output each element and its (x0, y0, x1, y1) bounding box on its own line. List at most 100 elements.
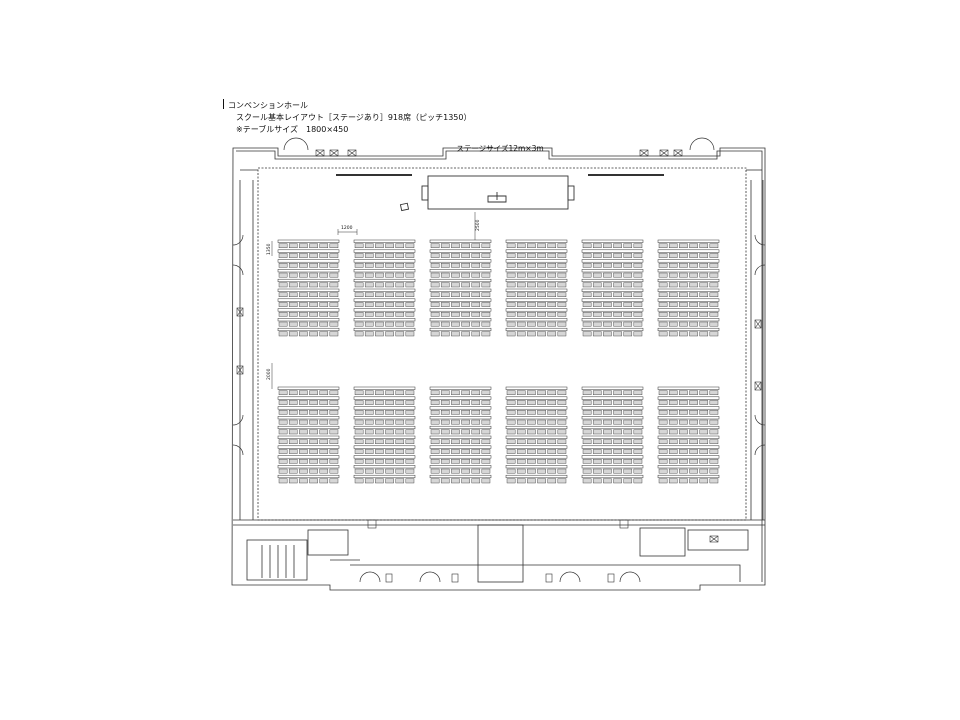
chair (395, 272, 405, 278)
chair (547, 321, 557, 327)
chair (603, 468, 612, 474)
chair (354, 468, 364, 474)
chair (527, 429, 536, 435)
seat-row (657, 386, 720, 396)
seat-row (581, 278, 644, 288)
chair (592, 439, 602, 445)
chair (699, 439, 709, 445)
chair (603, 331, 612, 337)
chair (668, 429, 678, 435)
chair (689, 400, 698, 405)
seat-row (505, 396, 568, 405)
chair (395, 321, 405, 327)
chair (557, 331, 567, 337)
chair (364, 468, 374, 474)
chair (668, 449, 678, 454)
table (277, 435, 340, 439)
chair (405, 302, 415, 307)
chair (537, 312, 546, 317)
chair (354, 253, 364, 258)
table (505, 327, 568, 332)
chair (668, 292, 678, 298)
table (581, 465, 644, 469)
table (353, 308, 416, 312)
chair (354, 410, 364, 415)
chair (537, 410, 546, 415)
chair (319, 253, 329, 258)
chair (592, 429, 602, 435)
chair (668, 459, 678, 464)
chair (633, 272, 643, 278)
chair (440, 400, 450, 405)
chair (592, 263, 602, 268)
seat-row (657, 406, 720, 415)
chair (375, 282, 384, 288)
chair (319, 419, 329, 425)
chair (709, 390, 719, 396)
seat-row (505, 298, 568, 307)
chair (440, 292, 450, 298)
chair (633, 312, 643, 317)
chair (309, 410, 318, 415)
chair (699, 478, 709, 484)
seat-row (277, 425, 340, 435)
chair (679, 292, 688, 298)
seat-row (353, 269, 416, 278)
seat-row (581, 298, 644, 307)
table (353, 259, 416, 263)
chair (364, 263, 374, 268)
chair (557, 302, 567, 307)
chair (668, 419, 678, 425)
seat-row (657, 318, 720, 327)
chair (527, 400, 536, 405)
table (277, 425, 340, 430)
chair (613, 419, 622, 425)
seat-row (657, 249, 720, 258)
chair (592, 478, 602, 484)
chair (699, 272, 709, 278)
chair (461, 478, 470, 484)
chair (603, 292, 612, 298)
chair (309, 449, 318, 454)
table (581, 288, 644, 292)
chair (516, 478, 526, 484)
seat-row (277, 269, 340, 278)
chair (658, 292, 668, 298)
chair (309, 478, 318, 484)
chair (699, 400, 709, 405)
chair (309, 429, 318, 435)
chair (547, 253, 557, 258)
seat-row (429, 308, 492, 317)
seat-row (353, 406, 416, 415)
chair (557, 439, 567, 445)
chair (537, 429, 546, 435)
table (277, 278, 340, 283)
chair (440, 302, 450, 307)
chair (395, 263, 405, 268)
chair (516, 253, 526, 258)
seat-row (505, 249, 568, 258)
chair (471, 243, 481, 249)
chair (557, 400, 567, 405)
dim-stage-gap: 2500 (475, 219, 481, 231)
chair (451, 400, 460, 405)
chair (557, 243, 567, 249)
chair (689, 312, 698, 317)
seat-row (429, 386, 492, 396)
chair (278, 390, 288, 396)
chair (405, 419, 415, 425)
chair (385, 302, 394, 307)
chair (689, 263, 698, 268)
seat-row (429, 396, 492, 405)
chair (537, 478, 546, 484)
chair (385, 410, 394, 415)
seat-row (581, 416, 644, 425)
table (277, 406, 340, 410)
chair (329, 429, 339, 435)
chair (613, 478, 622, 484)
chair (658, 253, 668, 258)
chair (613, 312, 622, 317)
chair (506, 263, 516, 268)
chair (299, 253, 308, 258)
table (581, 406, 644, 410)
